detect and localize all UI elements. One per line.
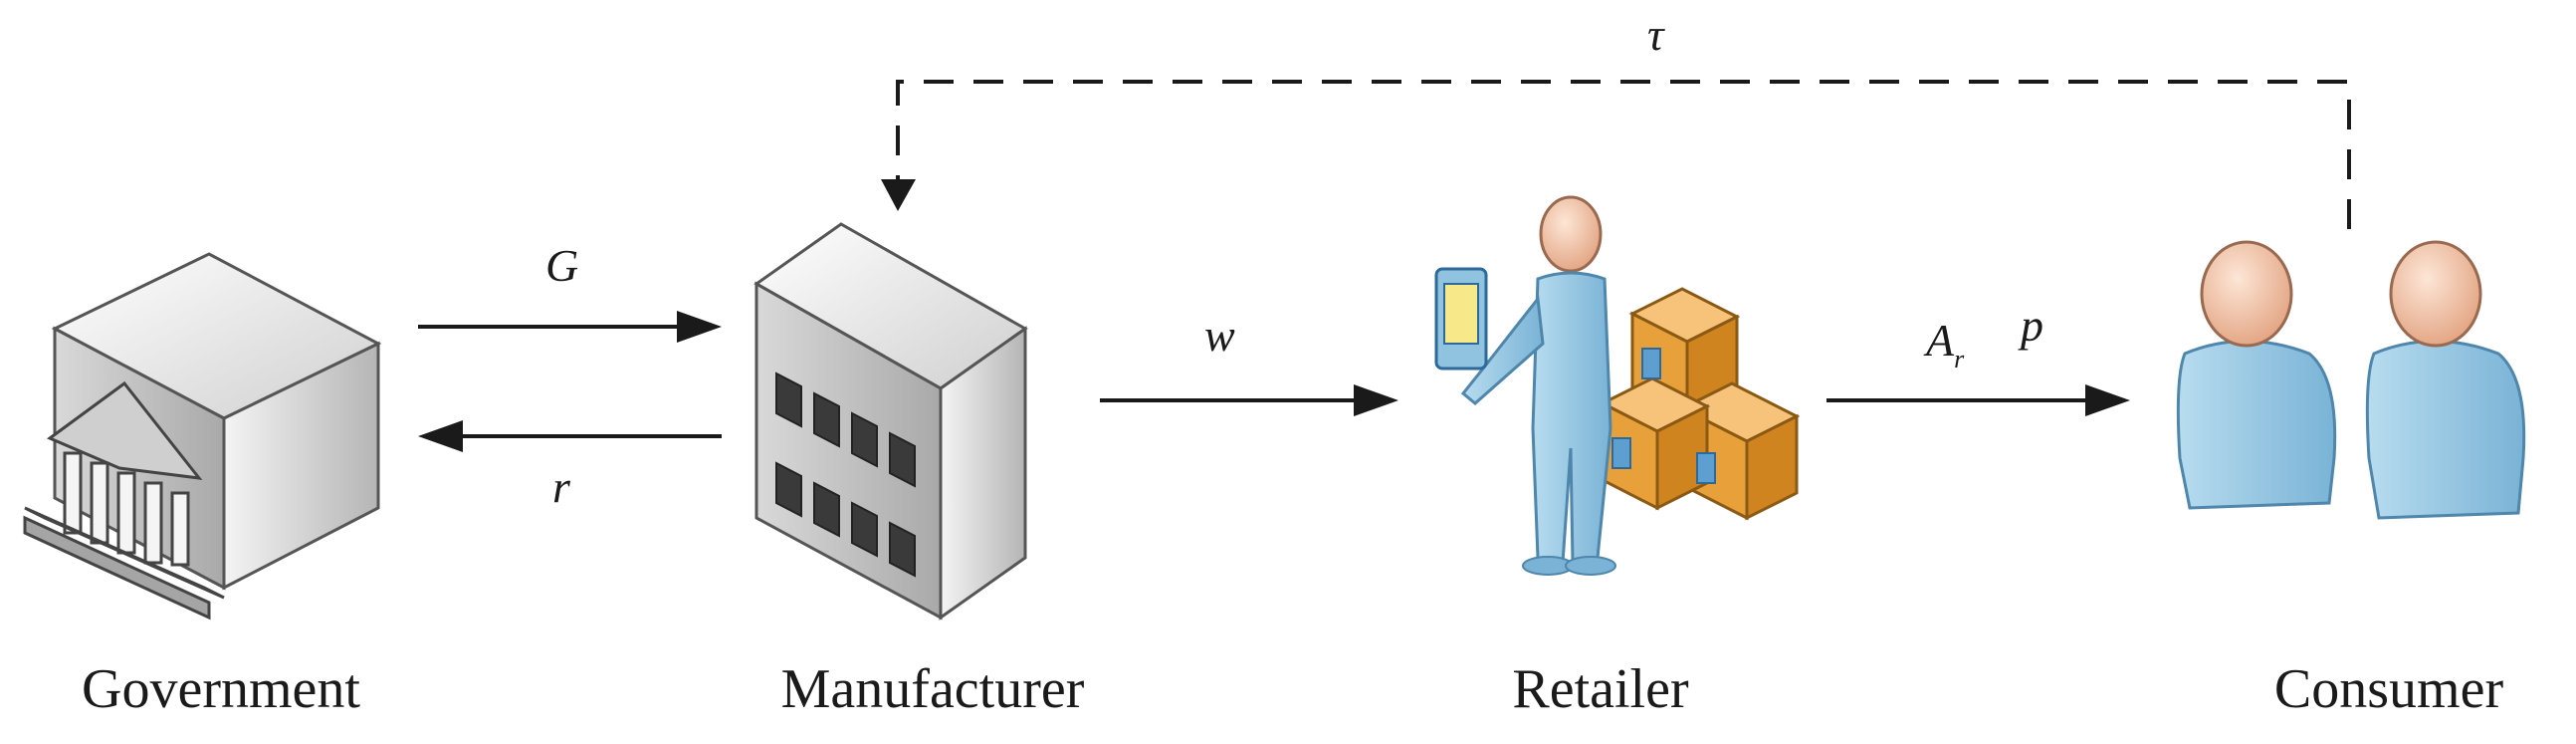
- w-arrowhead: [1354, 384, 1398, 416]
- government-label: Government: [82, 658, 360, 720]
- p-label: p: [2021, 300, 2043, 351]
- retailer-label: Retailer: [1512, 658, 1689, 720]
- tau-arrowhead: [881, 179, 916, 211]
- g-label: G: [545, 240, 579, 291]
- r-arrowhead: [418, 420, 463, 452]
- p-arrowhead: [2085, 384, 2130, 416]
- a-label: Ar: [1926, 315, 1965, 373]
- w-label: w: [1204, 310, 1235, 361]
- factory-building-icon: [753, 222, 1028, 620]
- tau-feedback-dashed-line: [896, 80, 2351, 229]
- manufacturer-label: Manufacturer: [780, 658, 1085, 720]
- r-label: r: [552, 461, 570, 512]
- government-building-icon: [23, 252, 382, 620]
- tau-label: τ: [1647, 9, 1664, 60]
- g-arrowhead: [677, 311, 722, 343]
- retailer-person-with-boxes-icon: [1434, 195, 1801, 576]
- consumer-people-icon: [2176, 240, 2526, 520]
- consumer-label: Consumer: [2273, 658, 2504, 720]
